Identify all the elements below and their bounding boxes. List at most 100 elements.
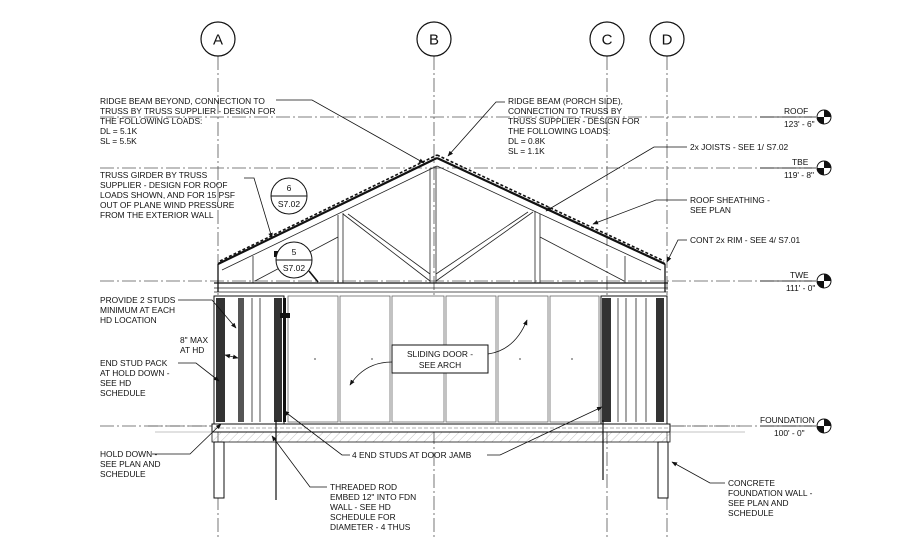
top-chord-left [217, 157, 438, 265]
grid-bubble-d: D [649, 21, 685, 57]
note-line: SEE PLAN [690, 205, 731, 215]
note-line: SCHEDULE [100, 469, 146, 479]
note-line: HD LOCATION [100, 315, 157, 325]
level-tag-twe: TWE 111' - 0" [760, 270, 832, 293]
note-line: SCHEDULE [100, 388, 146, 398]
level-marker-icon [816, 418, 832, 434]
grid-label-a: A [213, 32, 223, 49]
note-line: PROVIDE 2 STUDS [100, 295, 176, 305]
note-line: THE FOLLOWING LOADS: [100, 116, 202, 126]
hold-down-bracket [280, 313, 290, 318]
note-line: AT HD [180, 345, 204, 355]
note-line: RIDGE BEAM BEYOND, CONNECTION TO [100, 96, 265, 106]
note-provide-studs: PROVIDE 2 STUDS MINIMUM AT EACH HD LOCAT… [100, 295, 237, 329]
foundation [148, 420, 745, 500]
note-4-end-studs: 4 END STUDS AT DOOR JAMB [283, 406, 603, 460]
note-concrete-wall: CONCRETE FOUNDATION WALL - SEE PLAN AND … [671, 461, 813, 518]
left-foundation-wall [213, 441, 225, 499]
note-hold-down: HOLD DOWN - SEE PLAN AND SCHEDULE [100, 423, 222, 479]
note-line: EMBED 12" INTO FDN [330, 492, 416, 502]
note-line: TRUSS GIRDER BY TRUSS [100, 170, 208, 180]
note-line: THREADED ROD [330, 482, 397, 492]
level-value-tbe: 119' - 8" [784, 170, 814, 180]
note-line: DIAMETER - 4 THUS [330, 522, 411, 532]
note-line: SUPPLIER - DESIGN FOR ROOF [100, 180, 228, 190]
level-name-twe: TWE [790, 270, 809, 280]
level-value-twe: 111' - 0" [786, 283, 815, 293]
section-tag-sheet: S7.02 [283, 263, 305, 273]
note-line: SLIDING DOOR - [407, 349, 473, 359]
grid-bubble-b: B [416, 21, 452, 57]
level-marker-icon [816, 273, 832, 289]
note-line: ROOF SHEATHING - [690, 195, 770, 205]
level-tag-foundation: FOUNDATION 100' - 0" [760, 415, 832, 438]
note-joists: 2x JOISTS - SEE 1/ S7.02 [545, 142, 789, 212]
note-roof-sheathing: ROOF SHEATHING - SEE PLAN [592, 195, 770, 225]
grid-label-b: B [429, 32, 439, 49]
note-line: FOUNDATION WALL - [728, 488, 813, 498]
note-sliding-door: SLIDING DOOR - SEE ARCH [349, 319, 528, 386]
grid-label-c: C [602, 32, 613, 49]
note-line: AT HOLD DOWN - [100, 368, 170, 378]
note-line: HOLD DOWN - [100, 449, 157, 459]
note-line: SEE ARCH [419, 360, 461, 370]
level-value-foundation: 100' - 0" [774, 428, 805, 438]
level-marker-icon [816, 160, 832, 176]
note-line: END STUD PACK [100, 358, 168, 368]
level-tag-tbe: TBE 119' - 8" [760, 157, 832, 180]
section-tag-number: 5 [292, 247, 297, 257]
roof-sheathing [219, 154, 438, 262]
note-line: CONCRETE [728, 478, 775, 488]
level-name-tbe: TBE [792, 157, 809, 167]
note-line: THE FOLLOWING LOADS: [508, 126, 610, 136]
note-8in-max: 8" MAX AT HD [180, 335, 239, 360]
note-line: TRUSS SUPPLIER - DESIGN FOR [508, 116, 640, 126]
left-wall-studs [213, 295, 286, 425]
level-value-roof: 123' - 6" [784, 119, 815, 129]
note-line: SCHEDULE FOR [330, 512, 396, 522]
section-tag-6: 6 S7.02 [270, 177, 308, 215]
note-line: SEE PLAN AND [100, 459, 161, 469]
grid-bubbles: A B C D [200, 21, 685, 57]
right-wall-studs [600, 295, 668, 425]
grid-bubble-a: A [200, 21, 236, 57]
note-line: SL = 5.5K [100, 136, 137, 146]
note-truss-girder: TRUSS GIRDER BY TRUSS SUPPLIER - DESIGN … [100, 170, 273, 239]
sliding-door-label-box [391, 344, 489, 374]
note-line: SEE HD [100, 378, 131, 388]
note-end-stud-pack: END STUD PACK AT HOLD DOWN - SEE HD SCHE… [100, 358, 220, 398]
level-name-foundation: FOUNDATION [760, 415, 815, 425]
note-line: SCHEDULE [728, 508, 774, 518]
note-line: OUT OF PLANE WIND PRESSURE [100, 200, 235, 210]
note-line: FROM THE EXTERIOR WALL [100, 210, 214, 220]
note-threaded-rod: THREADED ROD EMBED 12" INTO FDN WALL - S… [271, 435, 416, 532]
section-tag-number: 6 [287, 183, 292, 193]
note-ridge-beam-beyond: RIDGE BEAM BEYOND, CONNECTION TO TRUSS B… [100, 96, 425, 164]
note-line: SEE PLAN AND [728, 498, 789, 508]
level-tag-roof: ROOF 123' - 6" [760, 106, 832, 129]
note-line: RIDGE BEAM (PORCH SIDE), [508, 96, 623, 106]
grid-label-d: D [662, 32, 673, 49]
section-tag-5: 5 S7.02 [275, 241, 319, 283]
grid-bubble-c: C [589, 21, 625, 57]
note-line: LOADS SHOWN, AND FOR 15 PSF [100, 190, 235, 200]
note-line: 2x JOISTS - SEE 1/ S7.02 [690, 142, 789, 152]
note-line: SL = 1.1K [508, 146, 545, 156]
note-line: WALL - SEE HD [330, 502, 391, 512]
note-line: CONT 2x RIM - SEE 4/ S7.01 [690, 235, 800, 245]
note-line: MINIMUM AT EACH [100, 305, 175, 315]
level-name-roof: ROOF [784, 106, 808, 116]
level-marker-icon [816, 109, 832, 125]
top-chord-right [436, 157, 666, 265]
section-tag-sheet: S7.02 [278, 199, 300, 209]
note-line: 4 END STUDS AT DOOR JAMB [352, 450, 472, 460]
note-line: 8" MAX [180, 335, 209, 345]
note-line: DL = 0.8K [508, 136, 546, 146]
note-cont-rim: CONT 2x RIM - SEE 4/ S7.01 [666, 235, 800, 263]
note-line: TRUSS BY TRUSS SUPPLIER - DESIGN FOR [100, 106, 276, 116]
note-ridge-beam-porch: RIDGE BEAM (PORCH SIDE), CONNECTION TO T… [447, 96, 640, 157]
right-foundation-wall [657, 441, 669, 499]
note-line: DL = 5.1K [100, 126, 138, 136]
note-line: CONNECTION TO TRUSS BY [508, 106, 622, 116]
